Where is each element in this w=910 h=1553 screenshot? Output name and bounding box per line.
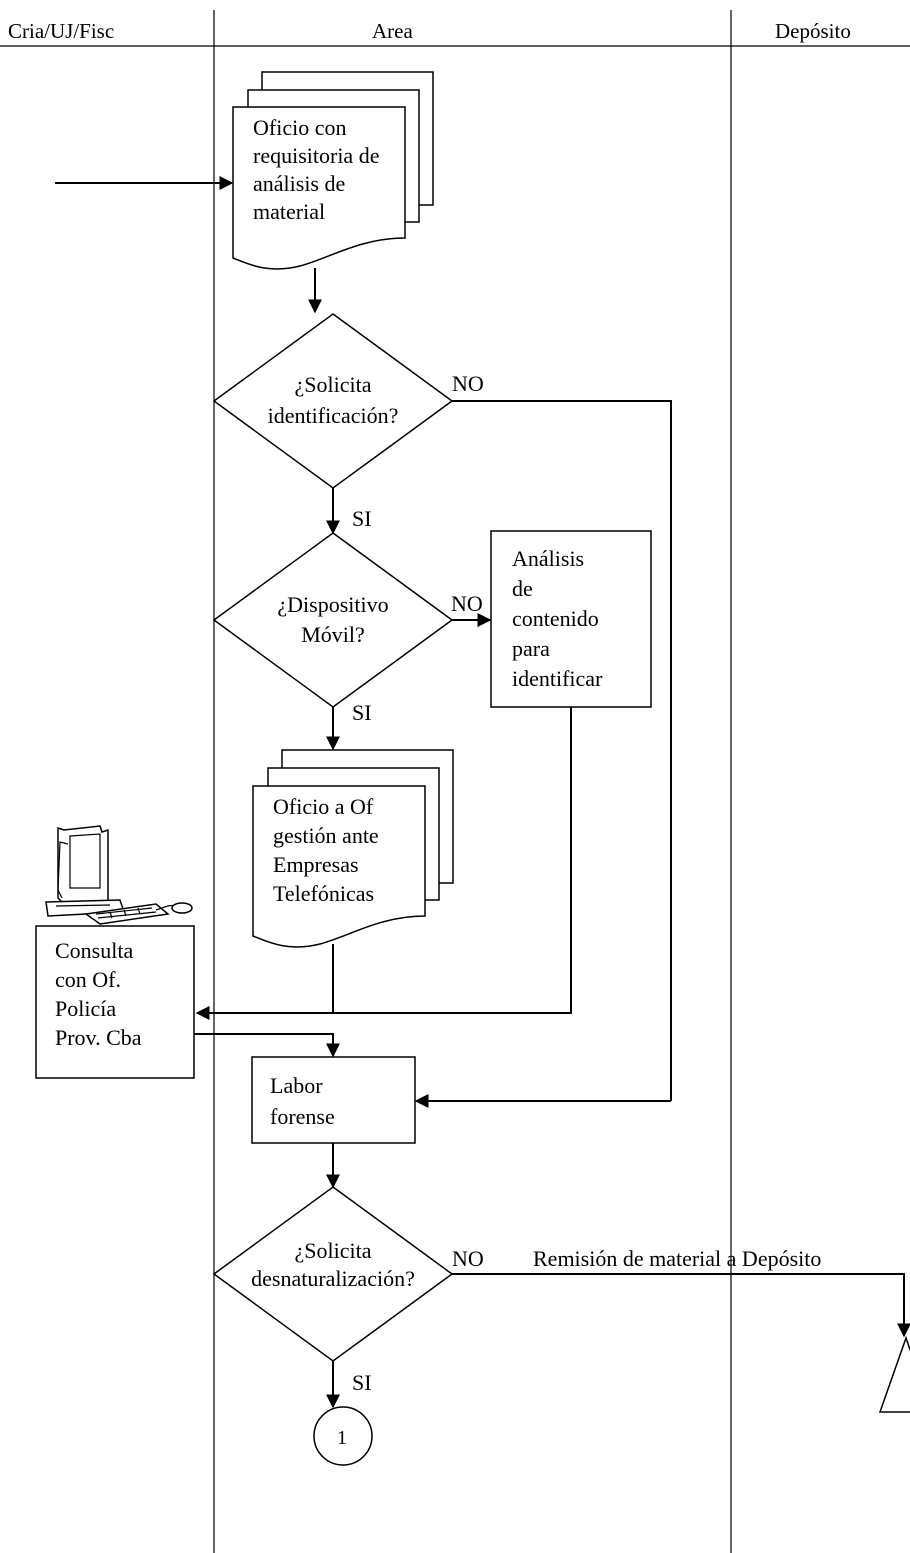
oficio-requisitoria-line-4: material xyxy=(253,199,325,224)
oficio-empresas-document: Oficio a Of gestión ante Empresas Telefó… xyxy=(252,749,454,948)
analisis-line-5: identificar xyxy=(512,666,603,691)
lane-headers: Cria/UJ/Fisc Area Depósito xyxy=(8,19,851,43)
decision-movil-line-2: Móvil? xyxy=(301,622,365,647)
oficio-empresas-line-3: Empresas xyxy=(273,852,359,877)
oficio-requisitoria-line-1: Oficio con xyxy=(253,115,346,140)
analisis-line-2: de xyxy=(512,576,533,601)
decision-desnaturalizacion: ¿Solicita desnaturalización? xyxy=(212,1186,454,1362)
decision-movil: ¿Dispositivo Móvil? xyxy=(212,532,454,708)
labor-forense-box: Labor forense xyxy=(251,1056,416,1144)
edge-label-si-2: SI xyxy=(352,700,372,725)
connector-1-label: 1 xyxy=(337,1427,347,1449)
decision-identificacion: ¿Solicita identificación? xyxy=(212,313,454,489)
oficio-requisitoria-line-3: análisis de xyxy=(253,171,345,196)
consulta-line-2: con Of. xyxy=(55,967,121,992)
no-branch-line xyxy=(452,400,672,1101)
connector-1: 1 xyxy=(313,1406,373,1466)
edge-label-si-1: SI xyxy=(352,506,372,531)
analisis-line-1: Análisis xyxy=(512,546,584,571)
oficio-requisitoria-document: Oficio con requisitoria de análisis de m… xyxy=(232,71,434,270)
lane-header-area: Area xyxy=(372,19,413,43)
analisis-contenido-box: Análisis de contenido para identificar xyxy=(490,530,652,708)
edge-label-no-2: NO xyxy=(451,591,483,616)
labor-line-2: forense xyxy=(270,1104,335,1129)
arrow-consulta-to-labor xyxy=(194,1033,340,1058)
lane-header-deposito: Depósito xyxy=(775,19,851,43)
decision-movil-line-1: ¿Dispositivo xyxy=(277,592,388,617)
decision-desnat-line-2: desnaturalización? xyxy=(251,1266,415,1291)
analisis-to-merge-line xyxy=(333,707,572,1014)
oficio-empresas-line-2: gestión ante xyxy=(273,823,379,848)
consulta-line-4: Prov. Cba xyxy=(55,1025,142,1050)
decision-identificacion-line-1: ¿Solicita xyxy=(295,372,372,397)
analisis-line-3: contenido xyxy=(512,606,599,631)
lane-header-cria: Cria/UJ/Fisc xyxy=(8,19,114,43)
decision-identificacion-line-2: identificación? xyxy=(268,403,399,428)
computer-icon xyxy=(45,825,193,925)
consulta-policia-box: Consulta con Of. Policía Prov. Cba xyxy=(35,925,195,1079)
consulta-line-3: Policía xyxy=(55,996,116,1021)
edge-label-no-3: NO xyxy=(452,1246,484,1271)
labor-line-1: Labor xyxy=(270,1073,323,1098)
decision-desnat-line-1: ¿Solicita xyxy=(295,1238,372,1263)
edge-label-si-3: SI xyxy=(352,1370,372,1395)
arrow-to-deposito xyxy=(452,1273,910,1338)
analisis-line-4: para xyxy=(512,636,550,661)
consulta-line-1: Consulta xyxy=(55,938,133,963)
swimlane-grid xyxy=(0,10,910,1553)
oficio-empresas-line-1: Oficio a Of xyxy=(273,794,374,819)
storage-triangle xyxy=(878,1335,910,1413)
oficio-empresas-line-4: Telefónicas xyxy=(273,881,374,906)
oficio-requisitoria-line-2: requisitoria de xyxy=(253,143,379,168)
edge-label-remision: Remisión de material a Depósito xyxy=(533,1246,821,1271)
edge-label-no-1: NO xyxy=(452,371,484,396)
